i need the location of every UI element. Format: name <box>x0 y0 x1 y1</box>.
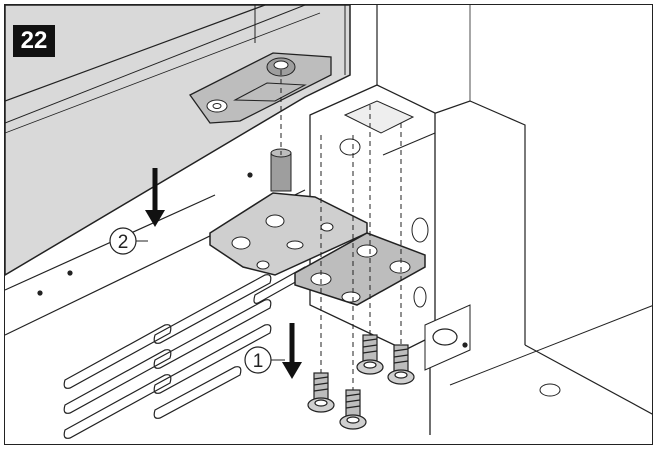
callout-label: 2 <box>118 232 129 253</box>
callout-label: 1 <box>253 351 264 372</box>
screw-icon <box>307 334 415 430</box>
hinge-pin <box>270 148 292 192</box>
down-arrow-icon <box>145 168 165 227</box>
alignment-lines <box>280 70 402 395</box>
step-number-badge: 22 <box>13 25 55 57</box>
hinge-bracket <box>209 192 426 306</box>
instruction-figure: 2 1 22 <box>4 4 653 445</box>
callout-2: 2 <box>109 227 148 255</box>
callout-1: 1 <box>244 346 285 374</box>
vent-slots <box>63 266 310 439</box>
assembly-drawing: 2 1 <box>5 5 652 439</box>
upper-hinge-plate <box>189 52 332 124</box>
down-arrow-icon <box>282 323 302 379</box>
